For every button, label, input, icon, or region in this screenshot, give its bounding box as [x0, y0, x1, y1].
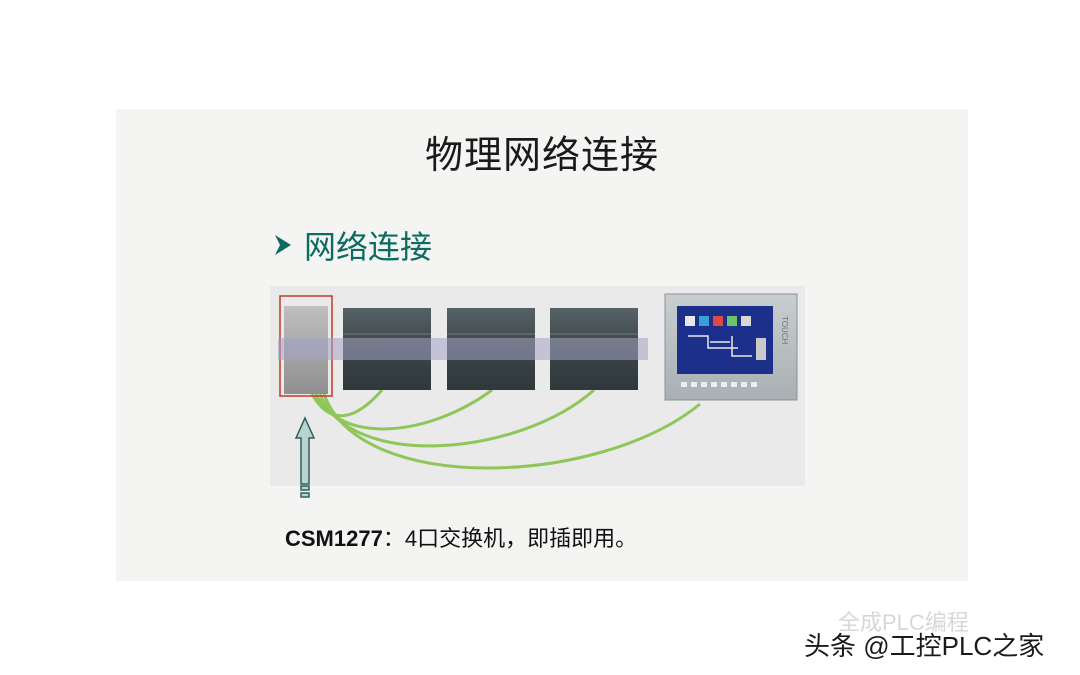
- faint-watermark: 全成PLC编程: [838, 610, 969, 635]
- caption-model: CSM1277: [285, 526, 383, 551]
- din-rail: [278, 338, 648, 360]
- caption: CSM1277：4口交换机，即插即用。: [285, 521, 637, 553]
- up-arrow-icon: [294, 416, 316, 498]
- watermark: 头条 @工控PLC之家: [804, 631, 1045, 661]
- cable-1: [310, 389, 384, 418]
- bullet-arrow-icon: [275, 235, 291, 255]
- network-diagram: TOUCH: [270, 286, 805, 498]
- slide-title: 物理网络连接: [424, 133, 659, 177]
- cable-4: [322, 393, 701, 470]
- hmi-vertical-label: TOUCH: [780, 316, 789, 345]
- caption-text: ：4口交换机，即插即用。: [382, 526, 638, 551]
- subtitle: 网络连接: [274, 222, 432, 268]
- subtitle-label: 网络连接: [304, 228, 433, 266]
- hmi-function-keys: [681, 382, 757, 387]
